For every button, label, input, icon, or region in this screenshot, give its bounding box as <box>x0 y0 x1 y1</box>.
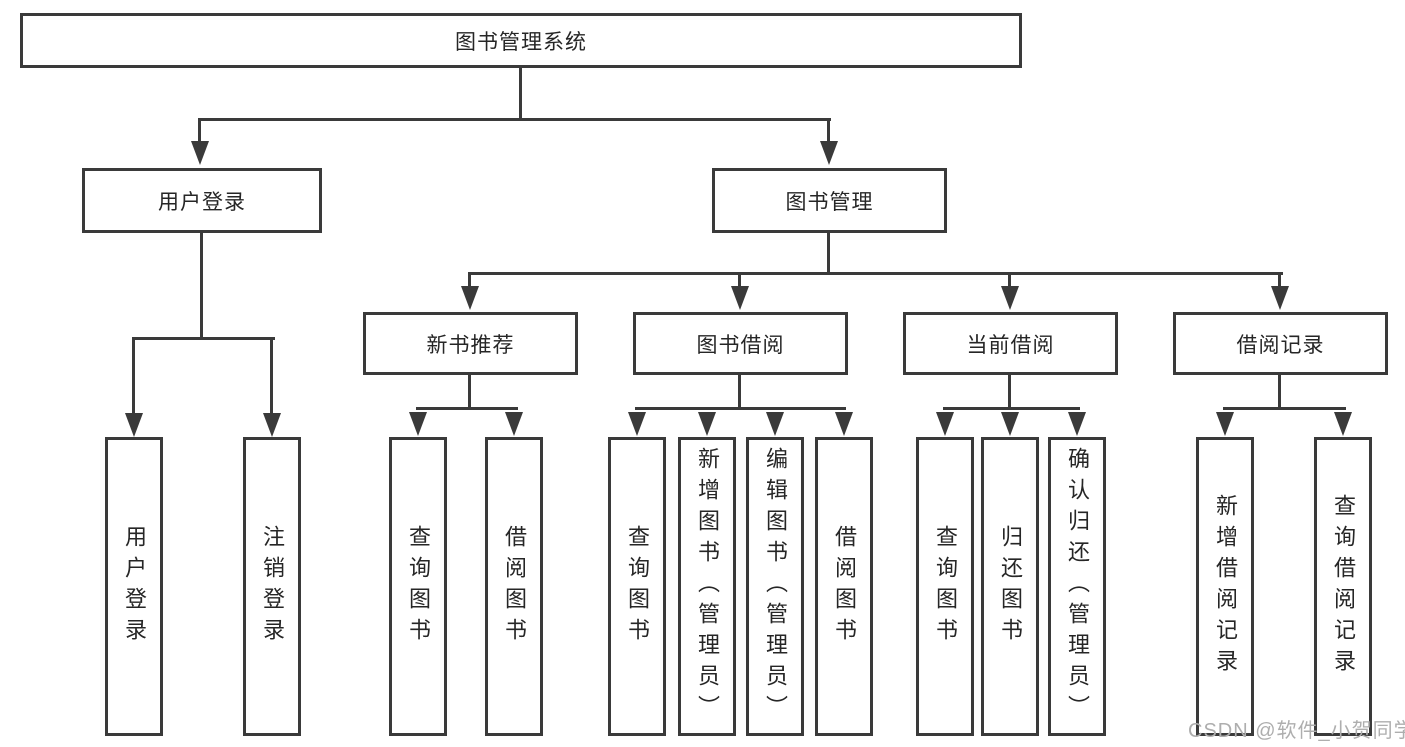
node-current-borrowing: 当前借阅 <box>903 312 1118 375</box>
arrowhead-down-icon <box>505 412 523 436</box>
leaf-label: 用户登录 <box>122 524 147 649</box>
connector-line <box>416 407 518 410</box>
leaf-bb-query-books: 查询图书 <box>608 437 666 736</box>
node-book-management: 图书管理 <box>712 168 947 233</box>
connector-line <box>132 337 275 340</box>
node-label: 用户登录 <box>158 190 246 214</box>
arrowhead-down-icon <box>125 413 143 437</box>
connector-line <box>468 272 471 288</box>
leaf-label: 确认归还（管理员） <box>1065 447 1090 726</box>
leaf-bb-edit-books-admin: 编辑图书（管理员） <box>746 437 804 736</box>
node-new-book-recommendation: 新书推荐 <box>363 312 578 375</box>
connector-line <box>738 375 741 410</box>
arrowhead-down-icon <box>820 141 838 165</box>
leaf-cb-return-books: 归还图书 <box>981 437 1039 736</box>
arrowhead-down-icon <box>1271 286 1289 310</box>
node-label: 当前借阅 <box>966 333 1055 357</box>
leaf-bb-borrow-books: 借阅图书 <box>815 437 873 736</box>
arrowhead-down-icon <box>731 286 749 310</box>
leaf-label: 编辑图书（管理员） <box>763 447 788 726</box>
arrowhead-down-icon <box>1216 412 1234 436</box>
arrowhead-down-icon <box>461 286 479 310</box>
leaf-label: 借阅图书 <box>502 524 527 649</box>
node-root-library-management-system: 图书管理系统 <box>20 13 1022 68</box>
node-label: 图书管理 <box>785 190 874 214</box>
node-borrowing-records: 借阅记录 <box>1173 312 1388 375</box>
connector-line <box>943 407 1080 410</box>
arrowhead-down-icon <box>1068 412 1086 436</box>
connector-line <box>1278 272 1281 288</box>
connector-line <box>468 272 1283 275</box>
leaf-bb-add-books-admin: 新增图书（管理员） <box>678 437 736 736</box>
leaf-nb-query-books: 查询图书 <box>389 437 447 736</box>
connector-line <box>1008 375 1011 410</box>
connector-line <box>200 233 203 340</box>
node-label: 新书推荐 <box>426 333 515 357</box>
arrowhead-down-icon <box>263 413 281 437</box>
connector-line <box>827 118 830 143</box>
arrowhead-down-icon <box>1001 286 1019 310</box>
node-book-borrowing: 图书借阅 <box>633 312 848 375</box>
arrowhead-down-icon <box>628 412 646 436</box>
arrowhead-down-icon <box>1001 412 1019 436</box>
leaf-cb-query-books: 查询图书 <box>916 437 974 736</box>
leaf-label: 查询图书 <box>625 524 650 649</box>
connector-line <box>1223 407 1346 410</box>
leaf-label: 查询借阅记录 <box>1331 493 1356 680</box>
connector-line <box>1278 375 1281 410</box>
connector-line <box>468 375 471 410</box>
leaf-label: 查询图书 <box>933 524 958 649</box>
arrowhead-down-icon <box>1334 412 1352 436</box>
leaf-user-login: 用户登录 <box>105 437 163 736</box>
node-label: 图书管理系统 <box>455 30 587 54</box>
arrowhead-down-icon <box>835 412 853 436</box>
arrowhead-down-icon <box>766 412 784 436</box>
arrowhead-down-icon <box>409 412 427 436</box>
node-user-login: 用户登录 <box>82 168 322 233</box>
leaf-nb-borrow-books: 借阅图书 <box>485 437 543 736</box>
leaf-rec-add-borrow-record: 新增借阅记录 <box>1196 437 1254 736</box>
leaf-logout: 注销登录 <box>243 437 301 736</box>
leaf-label: 注销登录 <box>260 524 285 649</box>
connector-line <box>270 337 273 415</box>
leaf-cb-confirm-return-admin: 确认归还（管理员） <box>1048 437 1106 736</box>
leaf-label: 归还图书 <box>998 524 1023 649</box>
leaf-label: 新增借阅记录 <box>1213 493 1238 680</box>
leaf-rec-query-borrow-record: 查询借阅记录 <box>1314 437 1372 736</box>
leaf-label: 借阅图书 <box>832 524 857 649</box>
connector-line <box>519 68 522 118</box>
leaf-label: 新增图书（管理员） <box>695 447 720 726</box>
watermark: CSDN @软件_小贺同学 <box>1188 720 1405 742</box>
connector-line <box>738 272 741 288</box>
node-label: 图书借阅 <box>696 333 785 357</box>
connector-line <box>1008 272 1011 288</box>
connector-line <box>198 118 201 143</box>
node-label: 借阅记录 <box>1236 333 1325 357</box>
connector-line <box>827 233 830 275</box>
arrowhead-down-icon <box>698 412 716 436</box>
connector-line <box>635 407 846 410</box>
connector-line <box>132 337 135 415</box>
connector-line <box>198 118 831 121</box>
leaf-label: 查询图书 <box>406 524 431 649</box>
arrowhead-down-icon <box>936 412 954 436</box>
arrowhead-down-icon <box>191 141 209 165</box>
